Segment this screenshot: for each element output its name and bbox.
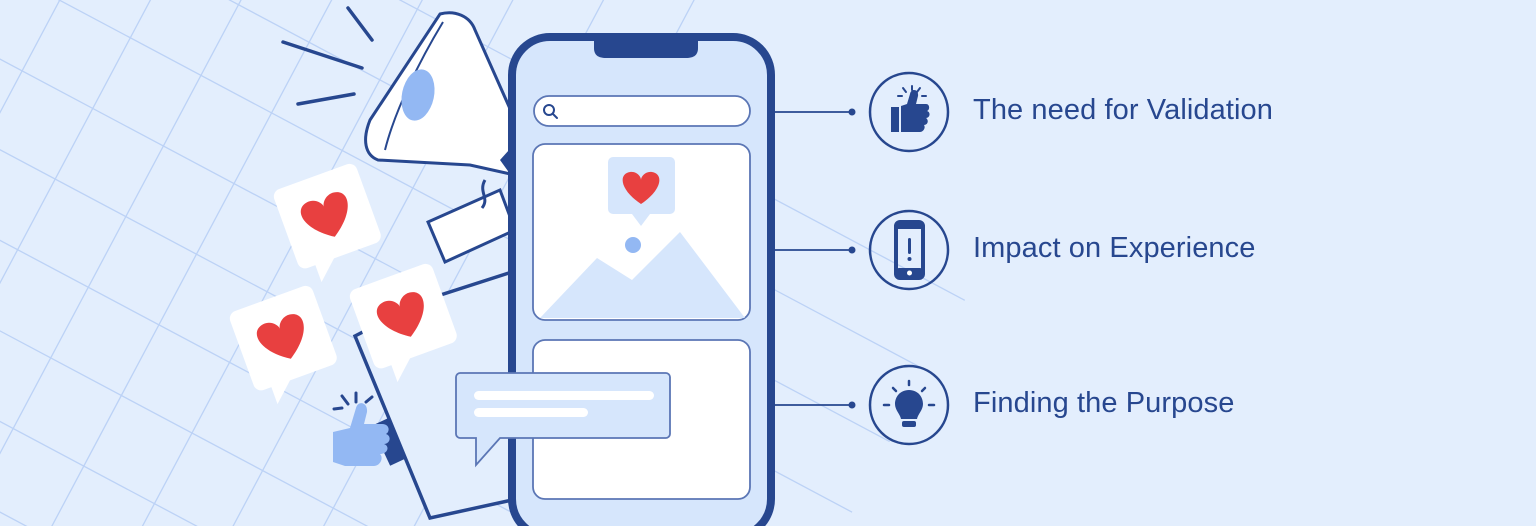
megaphone-icon bbox=[281, 6, 518, 521]
connector-lines bbox=[775, 111, 852, 406]
heart-bubble-icon bbox=[273, 163, 381, 283]
phone-search-bar bbox=[533, 95, 751, 127]
lightbulb-icon bbox=[868, 364, 950, 446]
phone-alert-icon bbox=[868, 209, 950, 291]
phone-mockup bbox=[508, 33, 775, 526]
item-label-experience: Impact on Experience bbox=[973, 232, 1256, 264]
thumbs-up-icon bbox=[332, 391, 390, 466]
heart-bubble-icon bbox=[349, 263, 457, 383]
image-with-heart-icon bbox=[532, 143, 751, 321]
item-label-validation: The need for Validation bbox=[973, 94, 1274, 126]
item-label-purpose: Finding the Purpose bbox=[973, 387, 1235, 419]
thumbs-up-icon bbox=[868, 71, 950, 153]
comment-bubble-icon bbox=[455, 372, 671, 468]
search-icon bbox=[543, 104, 555, 116]
heart-bubble-icon bbox=[229, 285, 337, 405]
